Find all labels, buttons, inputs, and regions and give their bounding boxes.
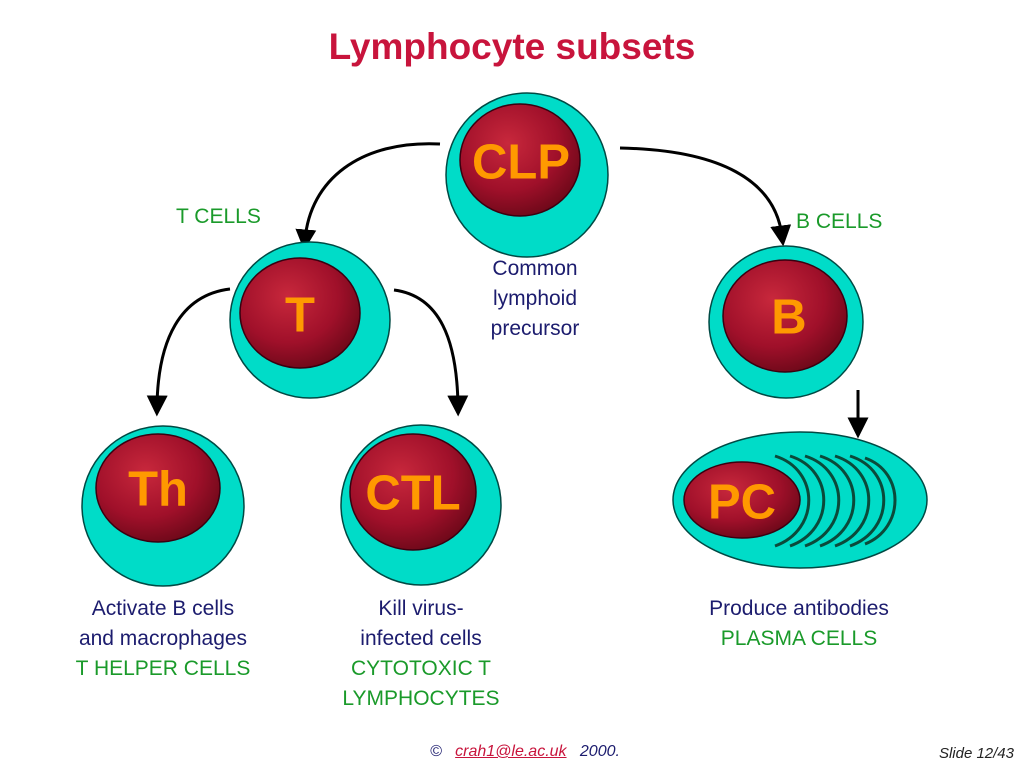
clp-description-line: precursor — [490, 317, 580, 340]
ctl-name-line: CYTOTOXIC T — [350, 657, 492, 680]
b-cell — [708, 245, 864, 399]
t-cell — [229, 241, 391, 399]
th-description: Activate B cells and macrophages T HELPE… — [76, 594, 251, 684]
th-label: Th — [128, 462, 188, 517]
clp-description-line: Common — [492, 257, 578, 280]
ctl-cell — [340, 424, 502, 586]
slide-number: Slide 12/43 — [938, 745, 1014, 762]
author-email-link[interactable]: crah1@le.ac.uk — [455, 743, 567, 760]
pc-function-line: Produce antibodies — [709, 597, 889, 620]
clp-description-line: lymphoid — [492, 287, 578, 310]
th-cell — [81, 425, 245, 587]
plasma-cell — [672, 431, 928, 569]
copyright-year: 2000. — [579, 743, 620, 760]
clp-label: CLP — [472, 135, 570, 190]
ctl-function-line: infected cells — [360, 627, 482, 650]
pc-label: PC — [707, 475, 777, 530]
ctl-function-line: Kill virus- — [378, 597, 464, 620]
arrow-clp-to-b — [619, 146, 792, 247]
page-title: Lymphocyte subsets — [328, 26, 696, 67]
pc-description: Produce antibodies PLASMA CELLS — [709, 594, 889, 654]
clp-cell — [445, 92, 609, 258]
th-function-line: and macrophages — [78, 627, 248, 650]
t-label: T — [285, 288, 315, 343]
th-function-line: Activate B cells — [91, 597, 235, 620]
th-name: T HELPER CELLS — [75, 657, 251, 680]
ctl-label: CTL — [365, 466, 461, 521]
ctl-description: Kill virus- infected cells CYTOTOXIC T L… — [342, 594, 499, 714]
b-label: B — [771, 290, 807, 345]
copyright-symbol: © — [430, 743, 442, 760]
footer-credit: © crah1@le.ac.uk 2000. — [430, 743, 620, 761]
pc-name: PLASMA CELLS — [720, 627, 878, 650]
t-cells-label: T CELLS — [176, 205, 261, 228]
endoplasmic-reticulum-arcs — [774, 454, 897, 548]
clp-description: Common lymphoid precursor — [491, 254, 580, 344]
arrow-t-to-ctl — [393, 288, 469, 417]
ctl-name-line: LYMPHOCYTES — [342, 687, 500, 710]
arrow-t-to-th — [146, 287, 231, 417]
b-cells-label: B CELLS — [796, 210, 883, 233]
arrow-clp-to-t — [295, 142, 441, 251]
